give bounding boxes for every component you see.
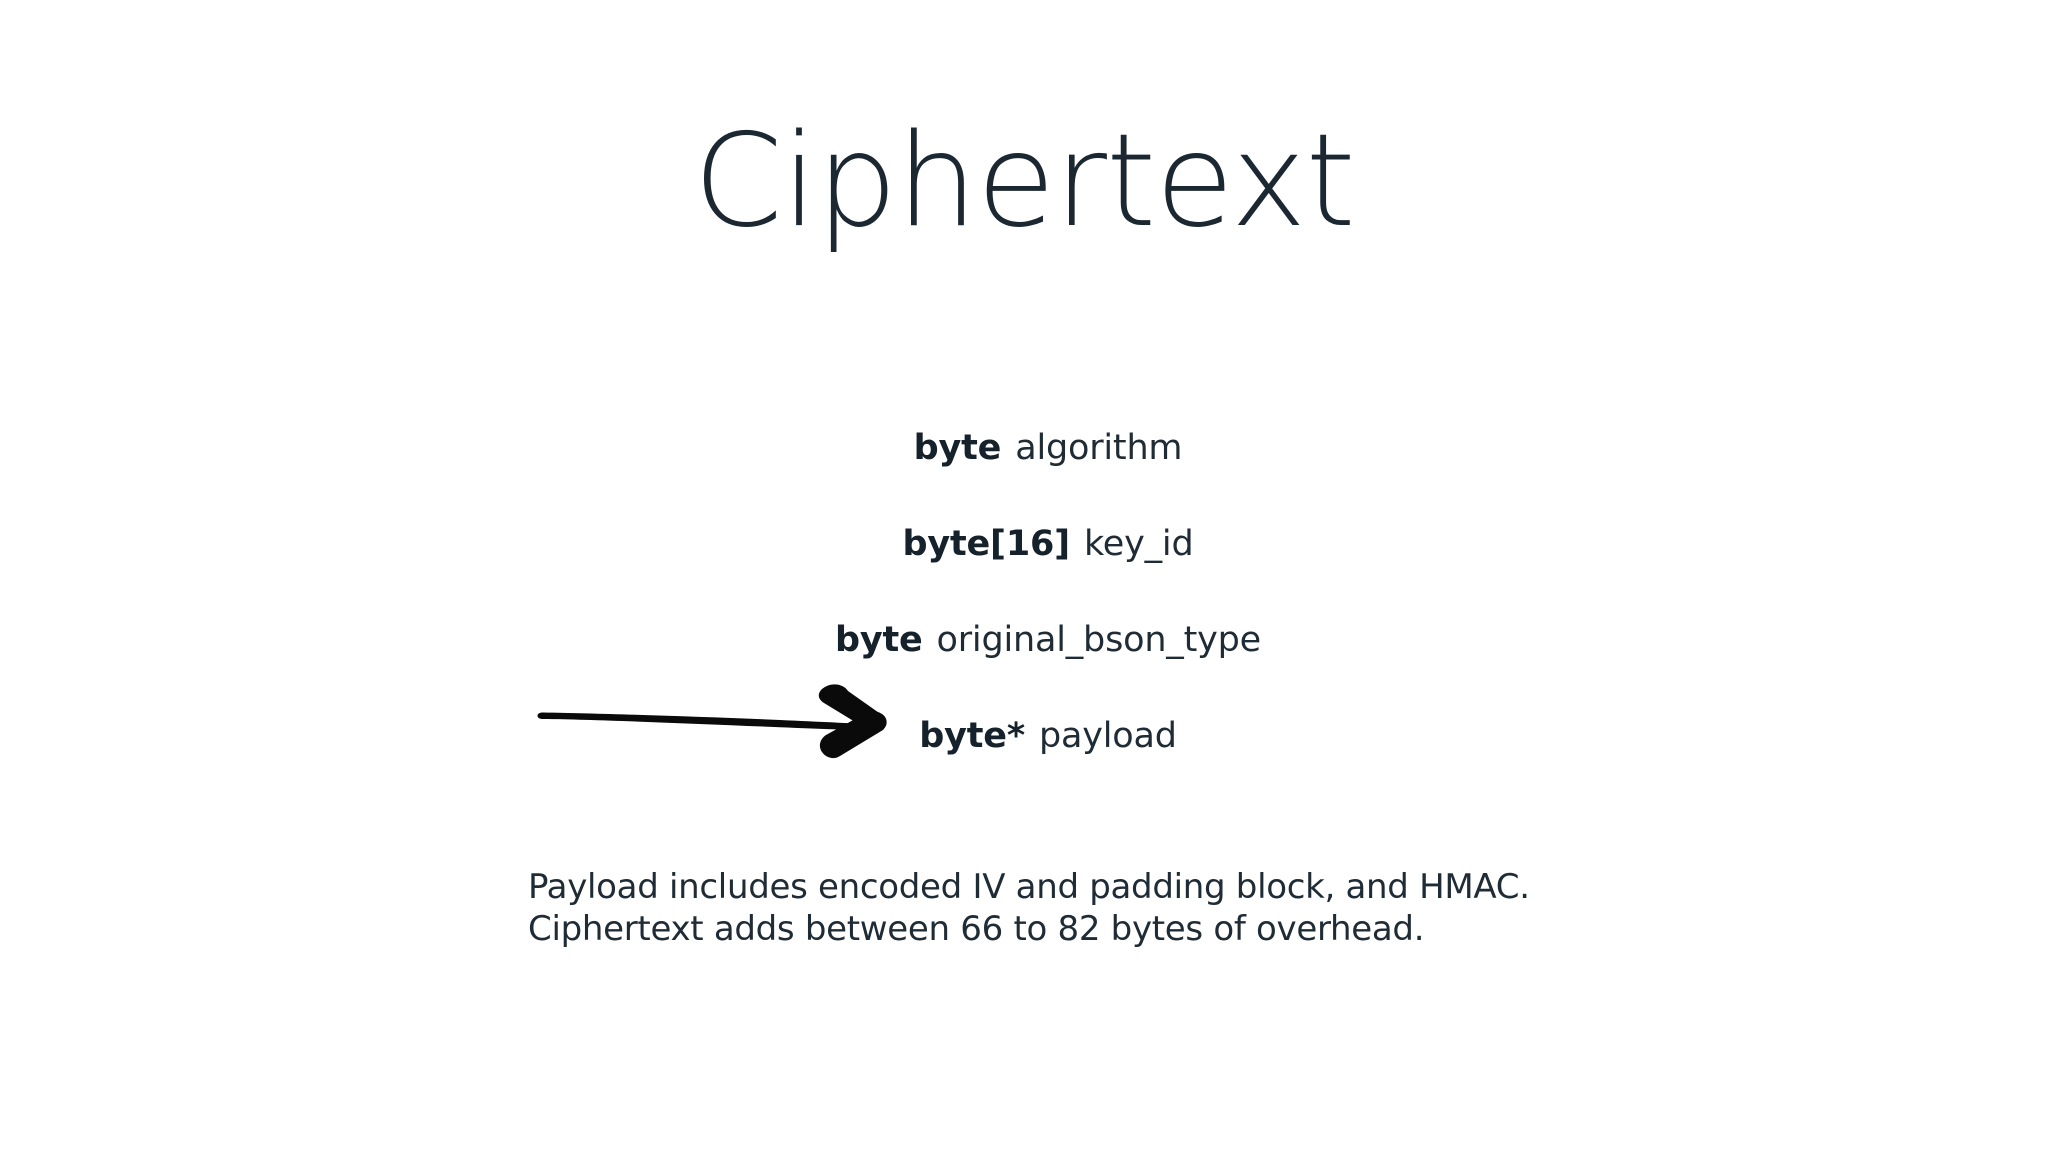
field-type: byte*: [919, 716, 1025, 756]
field-type: byte: [834, 620, 923, 660]
caption-line-1: Payload includes encoded IV and padding …: [528, 867, 1530, 907]
struct-field-row-inner: byte[16] key_id: [903, 524, 1194, 564]
field-type: byte: [913, 428, 1002, 468]
field-type: byte[16]: [902, 524, 1071, 564]
struct-field-row: byte algorithm: [0, 400, 2048, 496]
struct-field-row: byte original_bson_type: [0, 592, 2048, 688]
field-name: payload: [1038, 716, 1177, 756]
field-name: original_bson_type: [936, 620, 1262, 660]
struct-field-list: byte algorithm byte[16] key_id byte orig…: [0, 400, 2048, 784]
page-title: Ciphertext: [693, 107, 1355, 256]
field-name: key_id: [1083, 524, 1194, 564]
field-name: algorithm: [1015, 428, 1183, 468]
struct-field-row-inner: byte algorithm: [914, 428, 1183, 468]
caption-block: Payload includes encoded IV and padding …: [528, 866, 1628, 950]
struct-field-row-payload: byte* payload: [0, 688, 2048, 784]
struct-field-row-inner: byte* payload: [919, 716, 1177, 756]
struct-field-row-inner: byte original_bson_type: [835, 620, 1261, 660]
caption-line-2: Ciphertext adds between 66 to 82 bytes o…: [528, 909, 1425, 949]
struct-field-row: byte[16] key_id: [0, 496, 2048, 592]
